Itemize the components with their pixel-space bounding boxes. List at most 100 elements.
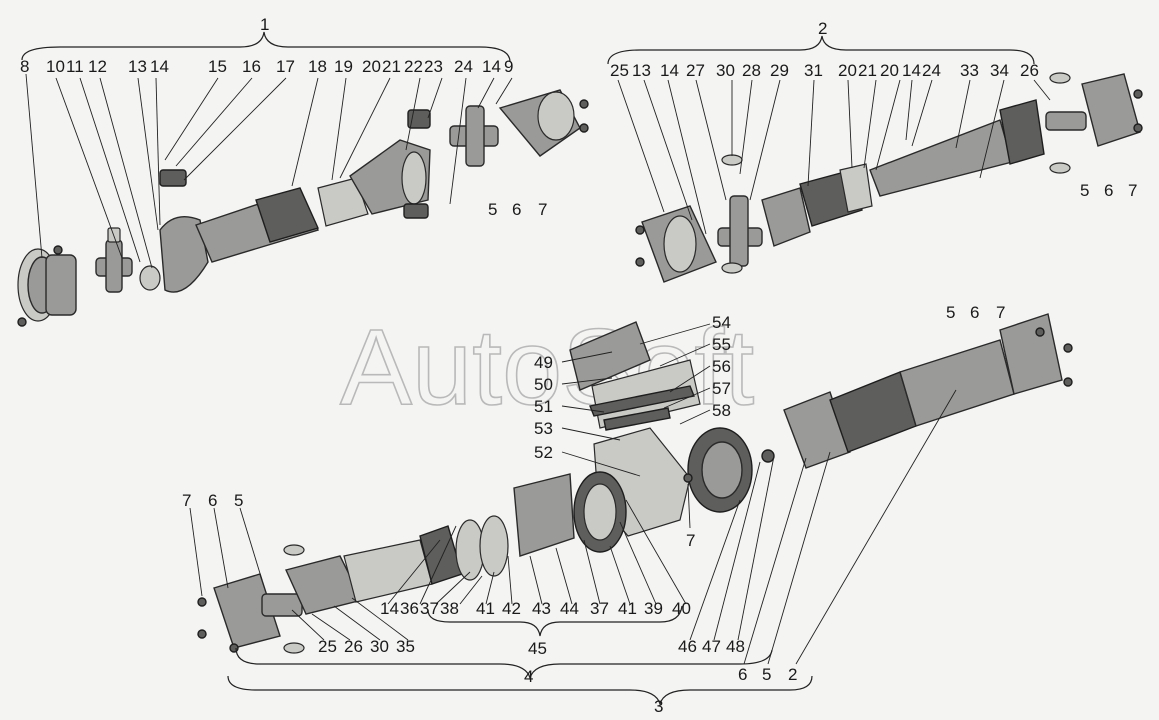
part-shape xyxy=(899,339,1015,427)
label-assembly-2: 2 xyxy=(818,19,827,38)
part-shape xyxy=(197,629,207,639)
leader-line xyxy=(737,455,775,641)
leaders-3 xyxy=(189,389,957,665)
leader-line xyxy=(561,405,605,413)
part-number-label: 6 xyxy=(970,303,979,322)
part-number-label: 20 xyxy=(362,57,381,76)
leader-line xyxy=(689,499,741,641)
cross-spider-3 xyxy=(717,154,763,274)
leader-line xyxy=(659,343,711,367)
shaft-assembly-2: 2 25 13 14 27 30 28 29 31 20 21 20 14 24… xyxy=(607,19,1143,283)
part-number-label: 58 xyxy=(712,401,731,420)
part-number-label: 24 xyxy=(922,61,941,80)
part-number-label: 53 xyxy=(534,419,553,438)
leader-line xyxy=(55,77,123,259)
leader-line xyxy=(213,507,229,589)
leader-line xyxy=(291,609,325,641)
shaft-assembly-3: 45 4 3 7 6 5 14 36 37 38 41 42 43 44 37 … xyxy=(182,313,1073,716)
leader-line xyxy=(911,79,933,147)
part-number-label: 30 xyxy=(370,637,389,656)
leader-line xyxy=(617,79,665,213)
leader-line xyxy=(749,79,781,201)
leader-line xyxy=(387,539,441,605)
part-shape xyxy=(761,187,811,247)
part-shape xyxy=(283,642,305,654)
label-assembly-3: 3 xyxy=(654,697,663,716)
part-number-label: 5 xyxy=(946,303,955,322)
leader-line xyxy=(561,351,613,363)
bearing-cap-1 xyxy=(159,169,187,187)
part-number-label: 6 xyxy=(738,665,747,684)
part-number-label: 48 xyxy=(726,637,745,656)
leader-line xyxy=(713,461,761,641)
part-number-label: 8 xyxy=(20,57,29,76)
part-shape xyxy=(839,163,873,213)
label-assembly-45: 45 xyxy=(528,639,547,658)
part-number-label: 16 xyxy=(242,57,261,76)
part-number-label: 5 xyxy=(488,200,497,219)
part-number-label: 29 xyxy=(770,61,789,80)
leader-line xyxy=(1033,79,1051,101)
leader-line xyxy=(405,77,421,151)
leader-line xyxy=(189,507,203,597)
leader-line xyxy=(561,377,613,385)
part-shape xyxy=(197,597,207,607)
leader-line xyxy=(351,597,409,641)
part-number-label: 7 xyxy=(538,200,547,219)
part-shape xyxy=(255,187,319,243)
part-shape xyxy=(53,245,63,255)
part-shape xyxy=(635,257,645,267)
leader-line xyxy=(311,613,351,641)
part-shape xyxy=(1045,111,1087,131)
part-number-label: 40 xyxy=(672,599,691,618)
leader-line xyxy=(905,79,913,141)
cross-spider-1 xyxy=(95,227,133,293)
part-shape xyxy=(1081,73,1141,147)
leader-line xyxy=(79,77,141,263)
part-shape xyxy=(603,407,671,431)
leader-line xyxy=(183,77,287,181)
part-shape xyxy=(213,573,281,649)
leader-line xyxy=(679,409,711,425)
part-number-label: 20 xyxy=(838,61,857,80)
leader-line xyxy=(795,389,957,665)
part-number-label: 15 xyxy=(208,57,227,76)
leaders-2 xyxy=(617,79,1051,235)
left-flange-2 xyxy=(635,205,717,283)
leader-line xyxy=(427,77,443,119)
part-number-label: 14 xyxy=(902,61,921,80)
intermediate-support: 54 55 56 57 58 49 50 51 53 52 7 5 6 7 xyxy=(534,303,1005,550)
part-number-label: 44 xyxy=(560,599,579,618)
leader-line xyxy=(979,79,1005,179)
part-number-label: 41 xyxy=(618,599,637,618)
part-number-label: 6 xyxy=(512,200,521,219)
part-shape xyxy=(721,262,743,274)
leader-line xyxy=(555,547,573,605)
part-number-label: 11 xyxy=(66,57,84,76)
part-number-label: 22 xyxy=(404,57,423,76)
part-number-label: 12 xyxy=(88,57,107,76)
part-shape xyxy=(1133,89,1143,99)
part-number-label: 51 xyxy=(534,397,553,416)
brace-1 xyxy=(21,31,511,63)
leader-line xyxy=(739,79,753,175)
part-number-label: 7 xyxy=(1128,181,1137,200)
part-number-label: 33 xyxy=(960,61,979,80)
part-number-label: 6 xyxy=(208,491,217,510)
leader-line xyxy=(507,555,513,605)
leader-line xyxy=(164,77,219,161)
part-number-label: 38 xyxy=(440,599,459,618)
part-number-label: 37 xyxy=(590,599,609,618)
label-assembly-1: 1 xyxy=(260,15,269,34)
leader-line xyxy=(333,605,381,641)
part-shape xyxy=(139,265,161,291)
leader-line xyxy=(25,73,43,259)
leader-line xyxy=(435,571,471,605)
leader-line xyxy=(331,77,347,181)
leaders-center xyxy=(561,323,711,529)
part-shape xyxy=(407,109,431,129)
leader-line xyxy=(561,451,641,477)
part-shape xyxy=(1035,327,1045,337)
tube-2 xyxy=(761,99,1045,247)
part-shape xyxy=(1133,123,1143,133)
